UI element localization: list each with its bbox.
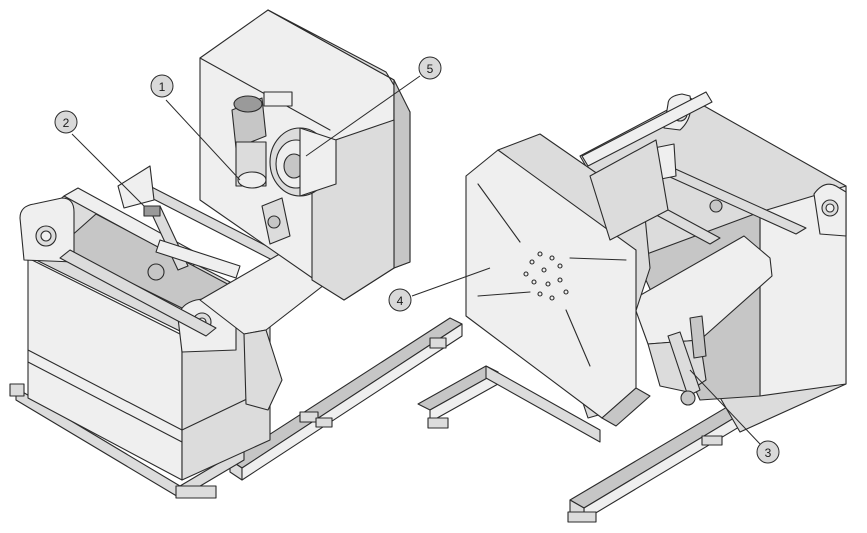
callout-4: 4 [388, 267, 491, 312]
left-bracket [261, 197, 291, 245]
left-drive-motor [231, 91, 293, 189]
callout-2-label: 2 [63, 116, 70, 130]
left-positioner [9, 9, 463, 499]
right-plate-bolt-pattern [523, 251, 569, 301]
callout-5-label: 5 [427, 62, 434, 76]
left-bearing-hub [269, 127, 337, 197]
callout-4-label: 4 [397, 294, 404, 308]
callout-1-circle [150, 74, 174, 98]
callout-2-circle [54, 110, 78, 134]
right-drive-housing [589, 139, 669, 241]
callout-1-label: 1 [159, 80, 166, 94]
callout-3-circle [756, 440, 780, 464]
callout-2: 2 [54, 110, 145, 207]
leader-line-5 [305, 75, 421, 157]
leader-line-3 [689, 369, 761, 445]
right-tilt-cylinder [667, 315, 707, 406]
left-base-rail [229, 317, 463, 481]
callout-3-label: 3 [765, 446, 772, 460]
left-shafts [59, 165, 291, 337]
callout-4-circle [388, 288, 412, 312]
left-bottom-skid [9, 383, 245, 499]
callout-1: 1 [150, 74, 241, 181]
callout-3: 3 [689, 369, 780, 464]
right-positioner [417, 91, 847, 523]
leader-line-4 [411, 267, 491, 297]
callout-5-circle [418, 56, 442, 80]
leader-line-2 [71, 133, 145, 207]
left-tilt-cylinder [143, 205, 241, 281]
leader-line-1 [165, 99, 241, 181]
callout-5: 5 [305, 56, 442, 157]
